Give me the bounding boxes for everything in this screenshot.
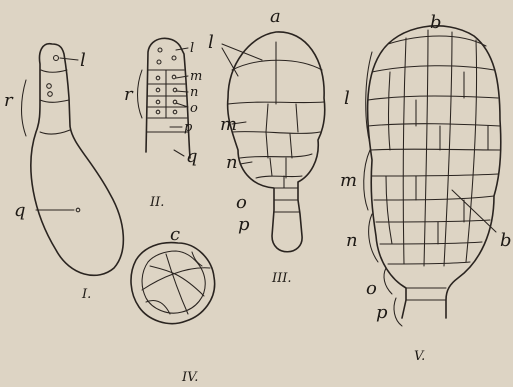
figure-1-nucleus: [47, 84, 52, 89]
figure-3-cell-wall: [290, 134, 292, 158]
figure-3-cell-wall: [270, 158, 272, 176]
figure-2-label-q: q: [186, 146, 198, 167]
figure-1-outline: [31, 44, 123, 276]
figure-1-bracket-r: [22, 80, 27, 136]
figure-2-nucleus: [156, 110, 160, 114]
figure-5-label-b-right: b: [500, 230, 512, 251]
figure-2-label-p: p: [184, 120, 193, 135]
figure-2-nucleus: [156, 88, 160, 92]
figure-5-label-l: l: [344, 88, 350, 109]
figure-3-cell-wall: [240, 154, 312, 158]
figure-4-label-c: c: [170, 224, 180, 245]
figure-2-nucleus: [172, 75, 176, 79]
figure-3-cell-wall: [256, 176, 302, 178]
figure-3-label-o: o: [236, 192, 247, 213]
figure-3-cell-wall: [266, 104, 268, 132]
figure-2-bracket-r: [138, 70, 143, 118]
figure-2-nucleus: [156, 76, 160, 80]
figure-5-label-b-top: b: [430, 12, 442, 33]
figure-1-nucleus: [76, 208, 80, 212]
figure-2-embryo: l r m n o p q II.: [124, 38, 202, 210]
figure-3-label-a: a: [270, 6, 281, 27]
figure-3-label-n: n: [226, 152, 238, 173]
figure-2-label-m: m: [190, 69, 202, 84]
figure-5-numeral: V.: [414, 349, 425, 364]
figure-3-cell-wall: [232, 60, 322, 70]
figure-3-leader-n: [240, 162, 252, 164]
figure-2-nucleus: [158, 48, 162, 52]
figure-3-label-p: p: [238, 214, 250, 235]
figure-3-cell-wall: [296, 104, 298, 132]
figure-5-cell-wall: [380, 242, 482, 244]
figure-2-label-n: n: [190, 85, 198, 100]
figure-2-leader-q: [174, 150, 184, 156]
figure-1-nucleus: [54, 56, 59, 61]
figure-1-label-q: q: [14, 200, 26, 221]
figure-5-cell-wall: [424, 30, 428, 266]
figure-2-nucleus: [157, 60, 161, 64]
figure-2-nucleus: [173, 110, 177, 114]
figure-3-label-l: l: [208, 32, 214, 53]
figure-1-embryo: l r q I.: [4, 44, 123, 302]
figure-5-cell-wall: [368, 124, 500, 126]
figure-2-label-l: l: [190, 41, 194, 56]
figure-1-cell-wall: [41, 70, 67, 72]
figure-4-cell-wall: [142, 268, 210, 290]
figure-3-cell-wall: [266, 132, 268, 158]
figure-5-cell-wall: [386, 176, 392, 244]
figure-4-outline: [131, 243, 215, 324]
figure-4-embryo: c IV.: [131, 224, 215, 385]
figure-5-cell-wall: [403, 38, 406, 264]
figure-2-label-r: r: [124, 84, 134, 105]
figure-5-label-o: o: [366, 278, 377, 299]
figure-5-cell-wall: [372, 174, 498, 176]
figure-1-nucleus: [48, 92, 53, 97]
figure-3-leader-l: [222, 48, 238, 76]
figure-2-leader-o: [176, 103, 188, 107]
figure-5-label-m: m: [340, 170, 357, 191]
figure-2-nucleus: [172, 56, 176, 60]
figure-5-cell-wall: [374, 196, 494, 200]
figure-5-cell-wall: [466, 40, 477, 262]
figure-5-cell-wall: [368, 96, 498, 100]
figure-2-nucleus: [156, 100, 160, 104]
figure-4-cell-wall: [166, 254, 188, 314]
figure-1-leader-l: [60, 58, 78, 60]
figure-5-bracket-p: [394, 298, 402, 326]
figure-1-cell-wall: [40, 130, 70, 134]
figure-5-cell-wall: [372, 66, 494, 72]
figure-5-cell-wall: [388, 262, 470, 264]
figure-5-bracket-m: [364, 150, 370, 210]
figure-3-cell-wall: [232, 132, 320, 134]
figure-2-numeral: II.: [149, 195, 164, 210]
figure-3-numeral: III.: [271, 271, 292, 286]
figure-1-label-l: l: [80, 50, 86, 71]
figure-5-cell-wall: [388, 36, 486, 46]
figure-1-numeral: I.: [81, 287, 91, 302]
figure-2-label-o: o: [190, 101, 198, 116]
figure-5-embryo: b l m n o p b V.: [340, 12, 512, 364]
figure-5-cell-wall: [389, 72, 391, 150]
figure-3-label-m: m: [220, 114, 237, 135]
figure-3-embryo: a l m n o p III.: [208, 6, 325, 286]
figure-4-numeral: IV.: [181, 370, 198, 385]
figure-5-cell-wall: [376, 220, 490, 222]
figure-1-cell-wall: [40, 100, 69, 102]
figure-2-outline: [146, 38, 190, 158]
figure-1-label-r: r: [4, 90, 14, 111]
figure-5-label-n: n: [346, 230, 358, 251]
figure-5-label-p: p: [376, 302, 388, 323]
